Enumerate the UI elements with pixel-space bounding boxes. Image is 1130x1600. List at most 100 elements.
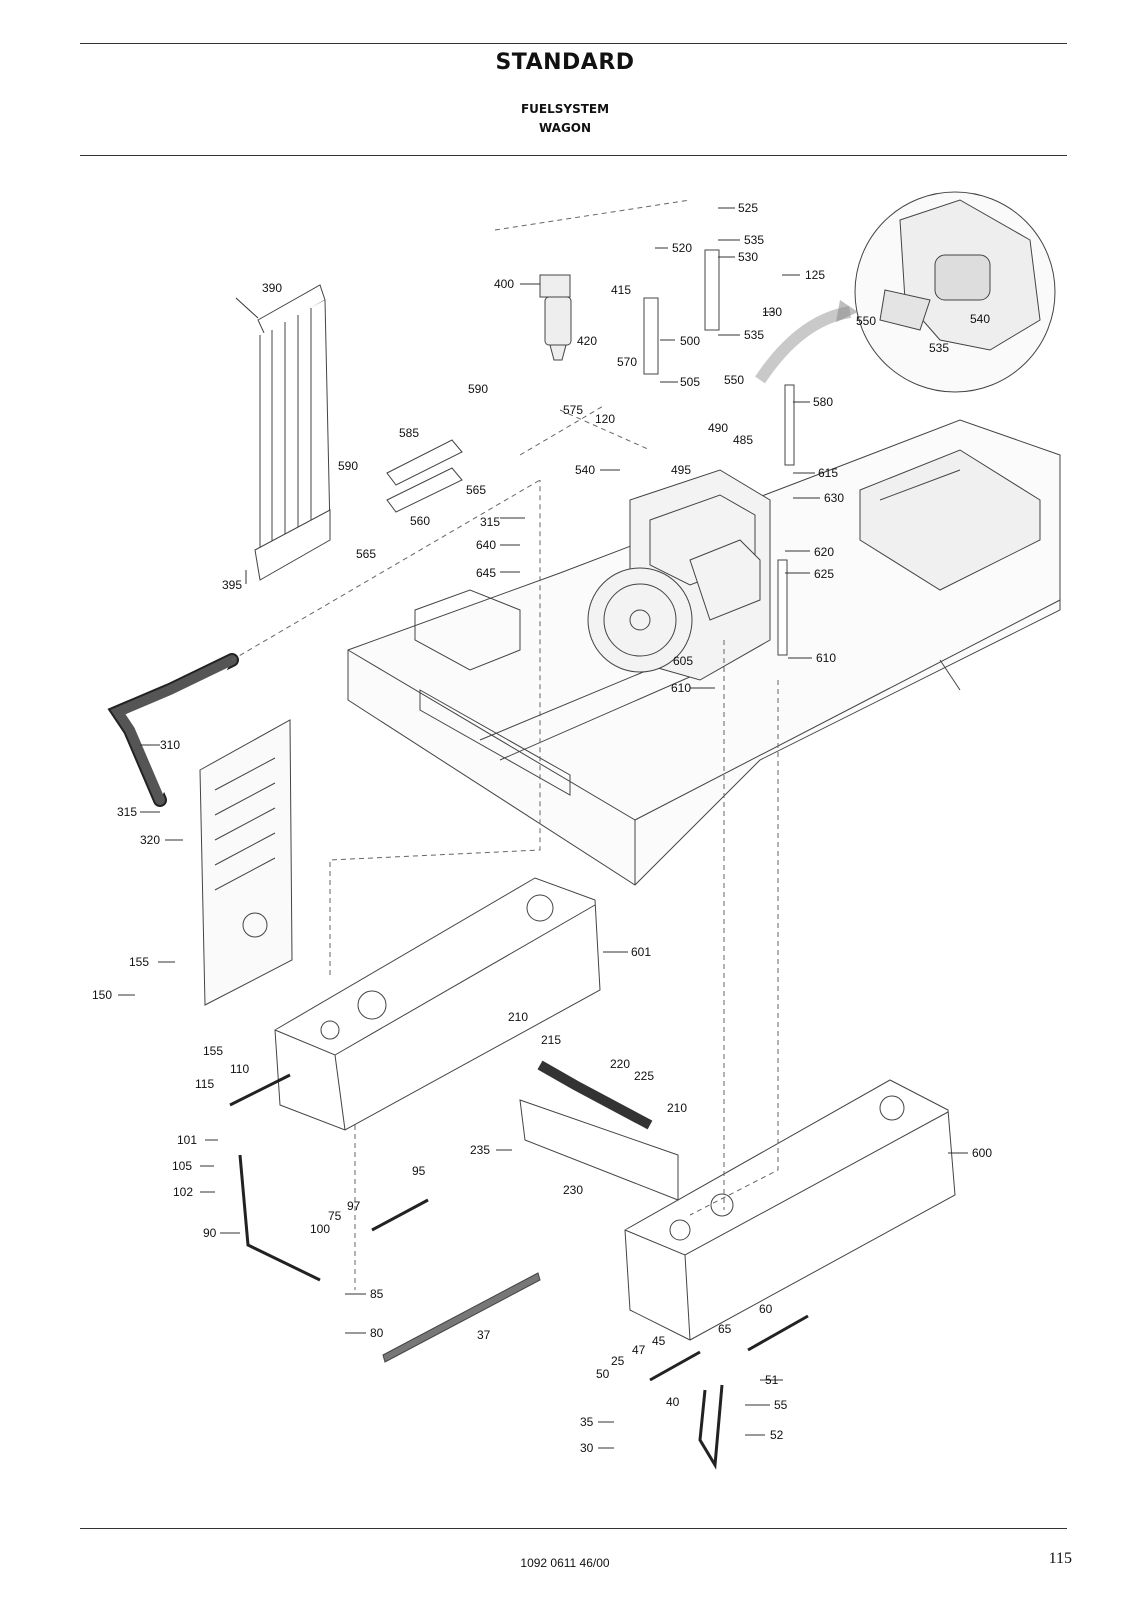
callout-75: 75 [328, 1209, 342, 1223]
callout-320: 320 [140, 833, 160, 847]
callout-235: 235 [470, 1143, 490, 1157]
callout-550: 550 [856, 314, 876, 328]
engine-block [587, 469, 771, 681]
callout-130: 130 [762, 305, 782, 319]
callout-540: 540 [575, 463, 595, 477]
callout-220: 220 [610, 1057, 630, 1071]
callout-620: 620 [814, 545, 834, 559]
callout-125: 125 [805, 268, 825, 282]
callout-120: 120 [595, 412, 615, 426]
callout-225: 225 [634, 1069, 654, 1083]
callout-520: 520 [672, 241, 692, 255]
callout-645: 645 [476, 566, 496, 580]
callout-315: 315 [117, 805, 137, 819]
callout-395: 395 [222, 578, 242, 592]
callout-110: 110 [230, 1062, 249, 1076]
bar-37 [382, 1272, 541, 1363]
callout-605: 605 [673, 654, 693, 668]
callout-535: 535 [744, 233, 764, 247]
callout-100: 100 [310, 1222, 330, 1236]
callout-575: 575 [563, 403, 583, 417]
callout-310: 310 [160, 738, 180, 752]
callout-51: 51 [765, 1373, 779, 1387]
callout-490: 490 [708, 421, 728, 435]
callout-580: 580 [813, 395, 833, 409]
callout-37: 37 [477, 1328, 491, 1342]
callout-495: 495 [671, 463, 691, 477]
callout-550: 550 [724, 373, 744, 387]
callout-35: 35 [580, 1415, 594, 1429]
callout-50: 50 [596, 1367, 610, 1381]
header-rule-bottom [80, 155, 1067, 156]
callout-155: 155 [203, 1044, 223, 1058]
callout-85: 85 [370, 1287, 384, 1301]
callout-590: 590 [338, 459, 358, 473]
callout-210: 210 [508, 1010, 528, 1024]
section-title: FUELSYSTEM [520, 102, 610, 116]
callout-625: 625 [814, 567, 834, 581]
pipes [107, 249, 795, 807]
callout-610: 610 [816, 651, 836, 665]
detail-inset [755, 191, 1056, 393]
document-number: 1092 0611 46/00 [520, 1556, 610, 1570]
side-panel [199, 719, 293, 1006]
tank-straps [238, 1154, 724, 1470]
callout-95: 95 [412, 1164, 426, 1178]
callout-420: 420 [577, 334, 597, 348]
callout-105: 105 [172, 1159, 192, 1173]
callout-102: 102 [173, 1185, 193, 1199]
callout-630: 630 [824, 491, 844, 505]
callout-565: 565 [466, 483, 486, 497]
callout-505: 505 [680, 375, 700, 389]
callout-30: 30 [580, 1441, 594, 1455]
callout-560: 560 [410, 514, 430, 528]
callout-52: 52 [770, 1428, 784, 1442]
page-number: 115 [1048, 1550, 1072, 1567]
callout-60: 60 [759, 1302, 773, 1316]
callout-90: 90 [203, 1226, 217, 1240]
callout-600: 600 [972, 1146, 992, 1160]
callout-230: 230 [563, 1183, 583, 1197]
callout-210: 210 [667, 1101, 687, 1115]
callout-565: 565 [356, 547, 376, 561]
bracket-230 [519, 1099, 679, 1201]
callout-615: 615 [818, 466, 838, 480]
callout-55: 55 [774, 1398, 788, 1412]
callout-65: 65 [718, 1322, 732, 1336]
callout-535: 535 [929, 341, 949, 355]
callout-315: 315 [480, 515, 500, 529]
fuel-tank-600 [624, 1079, 956, 1341]
section-subtitle: WAGON [538, 121, 592, 135]
callout-155: 155 [129, 955, 149, 969]
callout-415: 415 [611, 283, 631, 297]
callout-97: 97 [347, 1199, 361, 1213]
callout-525: 525 [738, 201, 758, 215]
callout-585: 585 [399, 426, 419, 440]
callout-540: 540 [970, 312, 990, 326]
callout-215: 215 [541, 1033, 561, 1047]
fuel-filter [539, 274, 572, 361]
callout-400: 400 [494, 277, 514, 291]
callout-590: 590 [468, 382, 488, 396]
header-rule-top [80, 43, 1067, 44]
callout-101: 101 [177, 1133, 197, 1147]
cooler-390 [254, 284, 331, 581]
callout-485: 485 [733, 433, 753, 447]
callout-500: 500 [680, 334, 700, 348]
callout-40: 40 [666, 1395, 680, 1409]
page-title: STANDARD [495, 50, 635, 75]
callout-390: 390 [262, 281, 282, 295]
callout-610: 610 [671, 681, 691, 695]
callout-530: 530 [738, 250, 758, 264]
callout-80: 80 [370, 1326, 384, 1340]
footer-rule [80, 1528, 1067, 1529]
fuel-tank-601 [274, 877, 601, 1131]
callout-150: 150 [92, 988, 112, 1002]
callout-570: 570 [617, 355, 637, 369]
callout-535: 535 [744, 328, 764, 342]
callout-640: 640 [476, 538, 496, 552]
callout-601: 601 [631, 945, 651, 959]
callout-45: 45 [652, 1334, 666, 1348]
